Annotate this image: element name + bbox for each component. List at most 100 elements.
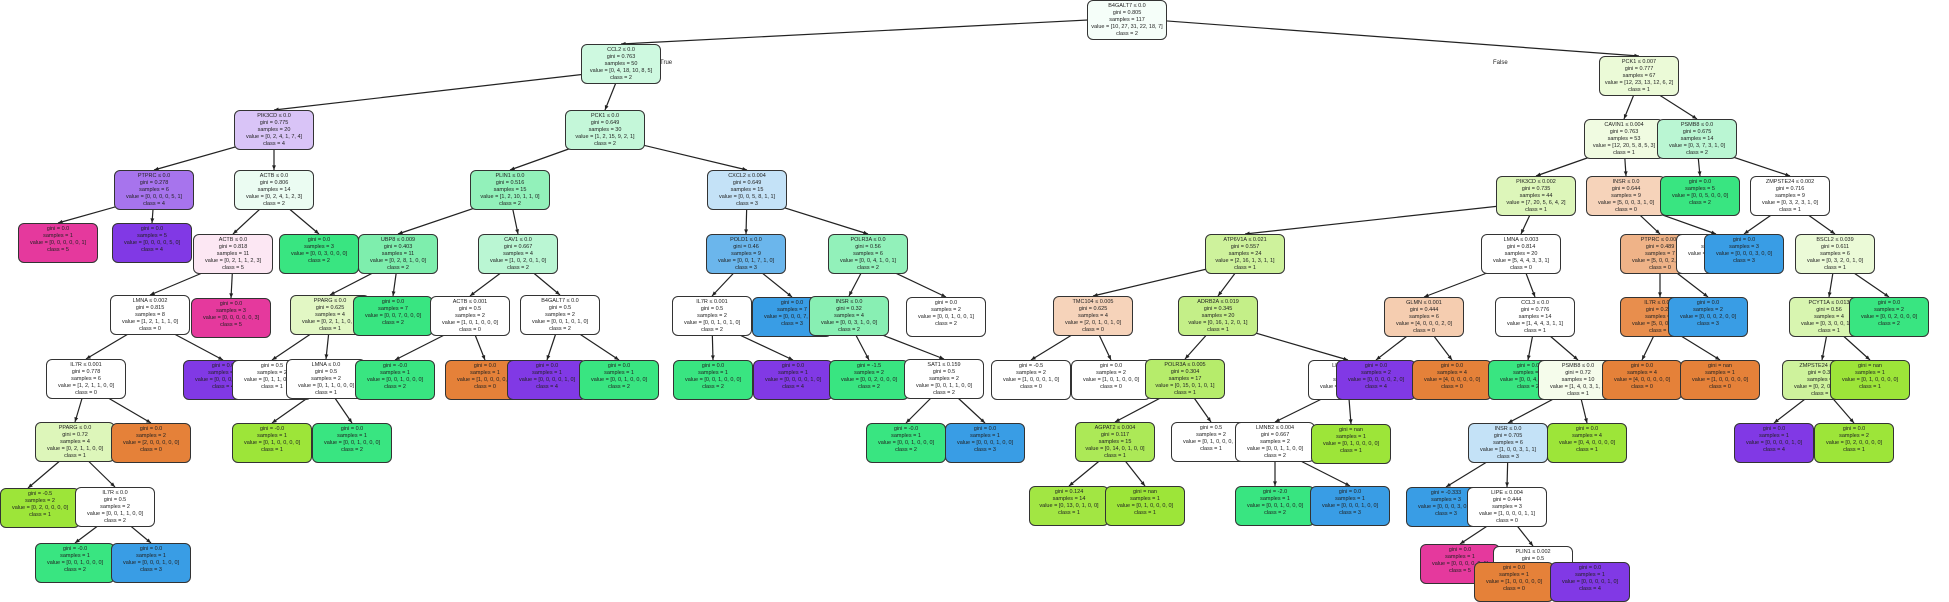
- edge-arrowhead: [154, 166, 159, 171]
- node-line: class = 1: [261, 384, 283, 390]
- node-line: gini = 0.814: [1506, 244, 1536, 250]
- node-line: samples = 15: [1098, 439, 1132, 445]
- node-line: gini = 0.644: [1611, 186, 1641, 192]
- node-line: class = 5: [47, 247, 69, 253]
- node-line: class = 2: [499, 201, 521, 207]
- node-line: GLMN ≤ 0.001: [1406, 300, 1442, 306]
- node-line: value = [12, 23, 13, 12, 6, 2]: [1604, 80, 1674, 86]
- node-line: gini = 0.775: [259, 120, 289, 126]
- node-line: class = 1: [1824, 265, 1846, 271]
- node-line: samples = 7: [378, 306, 408, 312]
- node-line: class = 1: [1779, 207, 1801, 213]
- edge-arrowhead: [146, 418, 151, 423]
- edge-arrowhead: [1531, 292, 1536, 297]
- edge-arrowhead: [906, 418, 911, 423]
- node-line: value = [0, 1, 0, 0, 0, 0]: [1322, 441, 1380, 447]
- edge-arrowhead: [1273, 481, 1277, 486]
- node-line: samples = 1: [1130, 496, 1160, 502]
- node-line: IL7R ≤ 0.0: [102, 490, 128, 496]
- node-line: gini = nan: [1132, 489, 1157, 495]
- node-line: gini = 0.0: [607, 363, 631, 369]
- node-line: gini = 0.444: [1492, 497, 1522, 503]
- node-line: class = 1: [1628, 87, 1650, 93]
- node-line: PPARG ≤ 0.0: [313, 298, 347, 304]
- node-line: value = [0, 0, 0, 0, 5, 0]: [123, 240, 181, 246]
- false-edge-label: False: [1493, 60, 1508, 66]
- edge-arrowhead: [710, 355, 715, 360]
- edge-arrowhead: [1460, 539, 1465, 544]
- node-line: samples = 1: [1445, 554, 1475, 560]
- node-line: value = [0, 0, 1, 0, 0, 1]: [917, 314, 975, 320]
- node-line: class = 1: [1134, 510, 1156, 516]
- node-line: PCK1 ≤ 0.007: [1621, 59, 1657, 65]
- node-line: samples = 1: [257, 433, 287, 439]
- node-line: class = 1: [1811, 391, 1833, 397]
- node-line: samples = 1: [1575, 572, 1605, 578]
- node-line: samples = 2: [854, 370, 884, 376]
- node-line: gini = 0.345: [1203, 306, 1233, 312]
- node-line: gini = 0.375: [1807, 370, 1837, 376]
- node-line: samples = 1: [1499, 572, 1529, 578]
- node-line: class = 4: [536, 384, 558, 390]
- node-line: samples = 6: [139, 187, 169, 193]
- node-line: class = 2: [382, 320, 404, 326]
- node-line: class = 1: [1058, 510, 1080, 516]
- node-line: samples = 2: [257, 370, 287, 376]
- node-line: gini = 0.0: [140, 226, 164, 232]
- edge-arrowhead: [218, 356, 223, 360]
- node-line: value = [0, 0, 1, 7, 1, 0]: [717, 258, 775, 264]
- node-line: LIPE ≤ 0.004: [1491, 490, 1523, 496]
- node-line: samples = 14: [1680, 136, 1714, 142]
- node-line: gini = -0.0: [62, 546, 88, 552]
- node-line: class = 1: [1525, 207, 1547, 213]
- edge-arrowhead: [1642, 355, 1646, 360]
- node-line: gini = 0.716: [1775, 186, 1805, 192]
- node-line: gini = 0.124: [1054, 489, 1084, 495]
- node-line: class = 4: [143, 201, 165, 207]
- node-line: value = [0, 0, 0, 0, 1, 0]: [518, 377, 576, 383]
- node-line: value = [0, 0, 1, 0, 1, 0]: [531, 319, 589, 325]
- node-line: value = [0, 0, 0, 7, 0, 0]: [763, 314, 821, 320]
- node-line: samples = 5: [1645, 314, 1675, 320]
- node-line: class = 2: [702, 384, 724, 390]
- node-line: class = 2: [64, 567, 86, 573]
- node-line: class = 0: [140, 447, 162, 453]
- node-line: class = 1: [1818, 328, 1840, 334]
- edge-arrowhead: [1093, 293, 1098, 297]
- node-line: value = [1, 0, 0, 3, 1, 1]: [1479, 447, 1537, 453]
- node-line: INSR ≤ 0.0: [835, 299, 863, 305]
- edge-arrowhead: [555, 290, 560, 295]
- node-line: samples = 67: [1622, 73, 1656, 79]
- node-line: value = [0, 16, 1, 2, 0, 1]: [1188, 320, 1248, 326]
- node-line: samples = 1: [604, 370, 634, 376]
- node-line: class = 0: [474, 384, 496, 390]
- node-line: class = 0: [1709, 384, 1731, 390]
- node-line: value = [4, 0, 0, 0, 2, 0]: [1395, 321, 1453, 327]
- edge-arrowhead: [1703, 292, 1708, 297]
- node-line: gini = 0.649: [590, 120, 620, 126]
- node-line: gini = nan: [1857, 363, 1882, 369]
- edge-arrowhead: [1185, 354, 1190, 359]
- node-line: class = 2: [507, 265, 529, 271]
- node-line: class = 4: [1365, 384, 1387, 390]
- node-line: value = [0, 2, 1, 1, 0, 0]: [46, 446, 104, 452]
- edge-arrowhead: [395, 356, 400, 360]
- node-line: samples = 7: [1645, 251, 1675, 257]
- node-line: class = 5: [222, 265, 244, 271]
- node-line: samples = 2: [1016, 370, 1046, 376]
- node-line: gini = -0.5: [27, 491, 53, 497]
- node-line: class = 1: [1576, 447, 1598, 453]
- edge-arrowhead: [481, 355, 486, 360]
- node-line: value = [0, 3, 2, 0, 1, 0]: [1806, 258, 1864, 264]
- node-line: value = [0, 2, 1, 1, 0, 0]: [301, 319, 359, 325]
